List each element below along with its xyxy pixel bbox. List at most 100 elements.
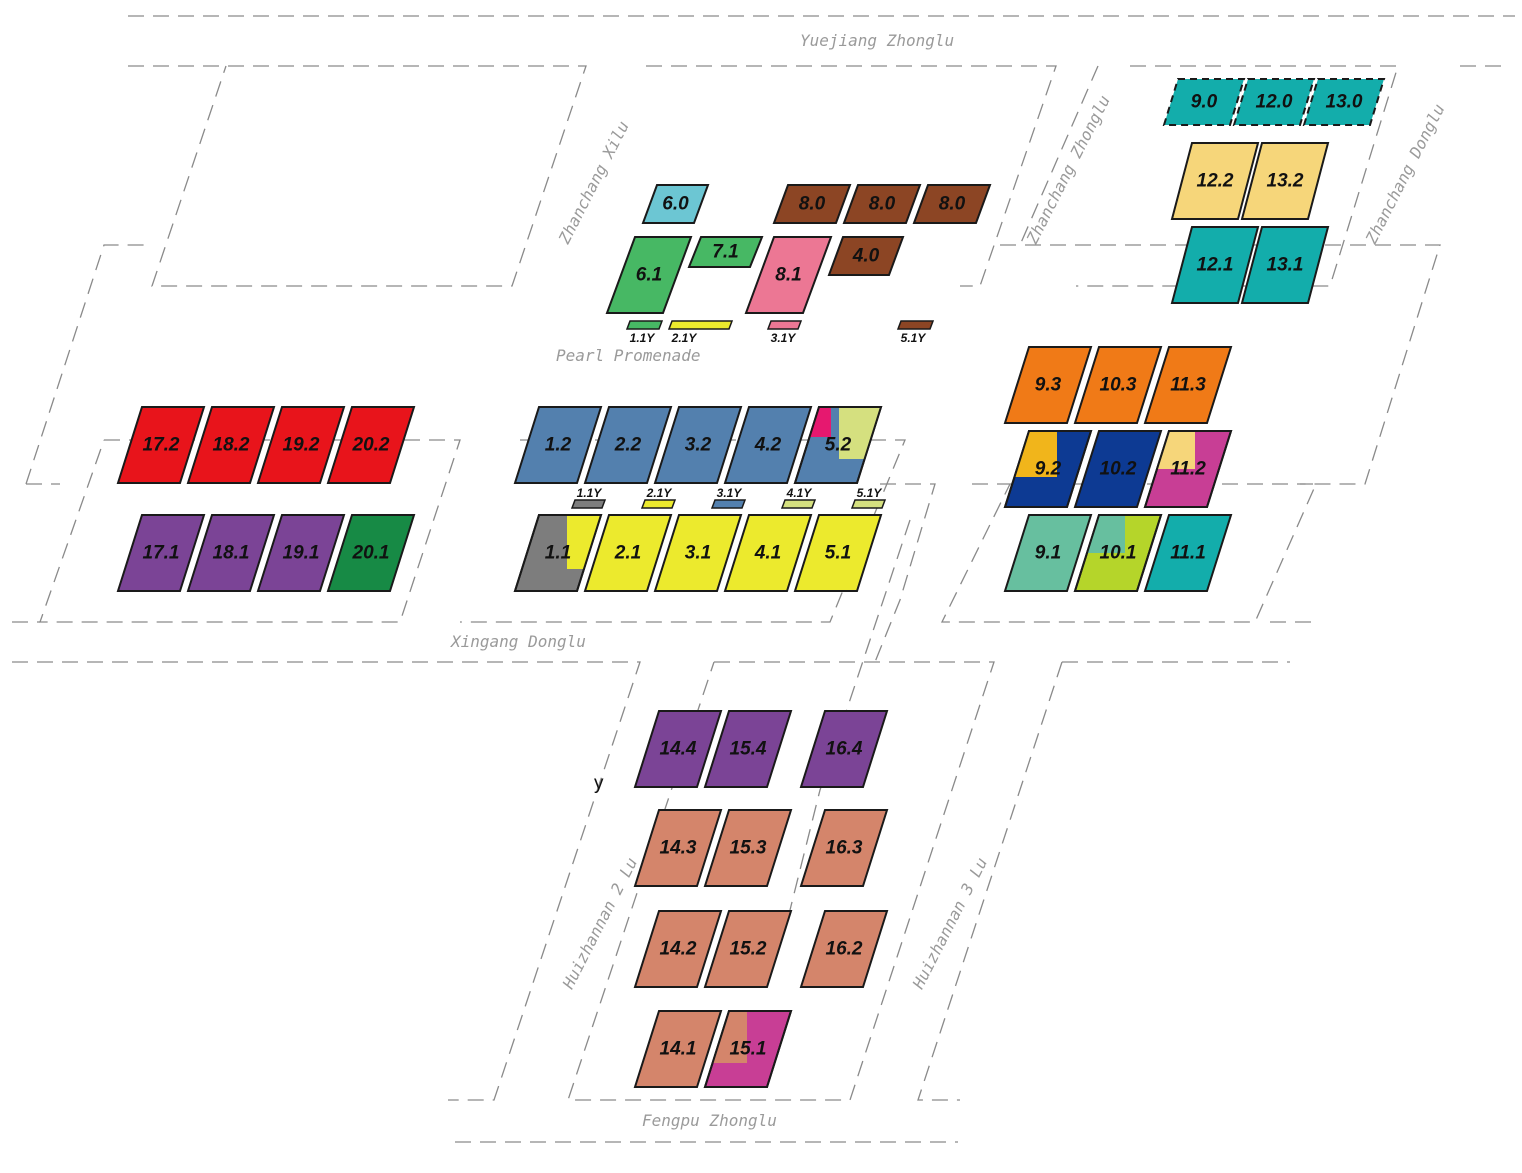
hall-7-1[interactable]: 7.1 bbox=[687, 236, 764, 268]
hall-shape[interactable] bbox=[186, 514, 276, 592]
hall-19-1[interactable]: 19.1 bbox=[256, 514, 346, 592]
bridge-2-1Y[interactable]: 2.1Y bbox=[667, 320, 734, 345]
hall-shape[interactable] bbox=[513, 406, 603, 484]
bridge-1-1Y[interactable]: 1.1Y bbox=[625, 320, 664, 345]
hall-shape[interactable] bbox=[116, 406, 206, 484]
hall-shape[interactable] bbox=[1143, 514, 1233, 592]
bridge-shape[interactable] bbox=[780, 499, 817, 509]
hall-15-3[interactable]: 15.3 bbox=[703, 809, 793, 887]
hall-12-1[interactable]: 12.1 bbox=[1170, 226, 1260, 304]
hall-shape[interactable] bbox=[703, 710, 793, 788]
hall-shape[interactable] bbox=[1162, 78, 1246, 126]
hall-8-1[interactable]: 8.1 bbox=[744, 236, 833, 314]
hall-16-2[interactable]: 16.2 bbox=[799, 910, 889, 988]
hall-shape[interactable] bbox=[1003, 514, 1093, 592]
bridge-shape[interactable] bbox=[710, 499, 747, 509]
hall-shape[interactable] bbox=[1232, 78, 1316, 126]
hall-shape[interactable] bbox=[1073, 430, 1163, 508]
bridge-shape[interactable] bbox=[640, 499, 677, 509]
bridge-4-1Y[interactable]: 4.1Y bbox=[780, 486, 817, 509]
hall-shape[interactable] bbox=[583, 514, 673, 592]
hall-shape[interactable] bbox=[583, 406, 673, 484]
hall-11-1[interactable]: 11.1 bbox=[1143, 514, 1233, 592]
hall-shape[interactable] bbox=[605, 236, 693, 314]
hall-10-3[interactable]: 10.3 bbox=[1073, 346, 1163, 424]
hall-2-2[interactable]: 2.2 bbox=[583, 406, 673, 484]
hall-14-2[interactable]: 14.2 bbox=[633, 910, 723, 988]
hall-shape[interactable] bbox=[1302, 78, 1386, 126]
hall-shape[interactable] bbox=[799, 710, 889, 788]
hall-13-0[interactable]: 13.0 bbox=[1302, 78, 1386, 126]
hall-shape[interactable] bbox=[1170, 142, 1260, 220]
hall-shape[interactable] bbox=[1170, 226, 1260, 304]
bridge-5-1Y[interactable]: 5.1Y bbox=[850, 486, 887, 509]
hall-16-4[interactable]: 16.4 bbox=[799, 710, 889, 788]
hall-shape[interactable] bbox=[116, 514, 206, 592]
hall-11-2[interactable]: 11.2 bbox=[1143, 430, 1233, 508]
hall-9-3[interactable]: 9.3 bbox=[1003, 346, 1093, 424]
hall-shape[interactable] bbox=[744, 236, 833, 314]
hall-15-4[interactable]: 15.4 bbox=[703, 710, 793, 788]
hall-15-2[interactable]: 15.2 bbox=[703, 910, 793, 988]
bridge-1-1Y[interactable]: 1.1Y bbox=[570, 486, 607, 509]
bridge-shape[interactable] bbox=[850, 499, 887, 509]
hall-3-2[interactable]: 3.2 bbox=[653, 406, 743, 484]
hall-19-2[interactable]: 19.2 bbox=[256, 406, 346, 484]
hall-14-1[interactable]: 14.1 bbox=[633, 1010, 723, 1088]
hall-1-1[interactable]: 1.1 bbox=[513, 514, 617, 592]
hall-shape[interactable] bbox=[633, 1010, 723, 1088]
hall-shape[interactable] bbox=[653, 514, 743, 592]
hall-6-0[interactable]: 6.0 bbox=[641, 184, 710, 224]
hall-9-0[interactable]: 9.0 bbox=[1162, 78, 1246, 126]
hall-shape[interactable] bbox=[799, 910, 889, 988]
hall-11-3[interactable]: 11.3 bbox=[1143, 346, 1233, 424]
hall-shape[interactable] bbox=[799, 809, 889, 887]
hall-17-1[interactable]: 17.1 bbox=[116, 514, 206, 592]
hall-shape[interactable] bbox=[186, 406, 276, 484]
bridge-shape[interactable] bbox=[570, 499, 607, 509]
hall-8-0[interactable]: 8.0 bbox=[772, 184, 852, 224]
hall-shape[interactable] bbox=[687, 236, 764, 268]
hall-9-1[interactable]: 9.1 bbox=[1003, 514, 1093, 592]
hall-shape[interactable] bbox=[326, 514, 416, 592]
hall-shape[interactable] bbox=[633, 809, 723, 887]
hall-5-2[interactable]: 5.2 bbox=[793, 406, 889, 484]
hall-4-1[interactable]: 4.1 bbox=[723, 514, 813, 592]
hall-8-0[interactable]: 8.0 bbox=[842, 184, 922, 224]
hall-shape[interactable] bbox=[842, 184, 922, 224]
hall-14-3[interactable]: 14.3 bbox=[633, 809, 723, 887]
hall-shape[interactable] bbox=[1240, 142, 1330, 220]
hall-shape[interactable] bbox=[1143, 346, 1233, 424]
hall-1-2[interactable]: 1.2 bbox=[513, 406, 603, 484]
hall-shape[interactable] bbox=[723, 514, 813, 592]
hall-6-1[interactable]: 6.1 bbox=[605, 236, 693, 314]
hall-18-1[interactable]: 18.1 bbox=[186, 514, 276, 592]
bridge-5-1Y[interactable]: 5.1Y bbox=[896, 320, 935, 345]
bridge-shape[interactable] bbox=[667, 320, 734, 330]
hall-shape[interactable] bbox=[703, 910, 793, 988]
hall-shape[interactable] bbox=[256, 514, 346, 592]
hall-shape[interactable] bbox=[1073, 346, 1163, 424]
hall-18-2[interactable]: 18.2 bbox=[186, 406, 276, 484]
hall-shape[interactable] bbox=[723, 406, 813, 484]
hall-shape[interactable] bbox=[641, 184, 710, 224]
hall-shape[interactable] bbox=[827, 236, 905, 276]
hall-12-2[interactable]: 12.2 bbox=[1170, 142, 1260, 220]
hall-5-1[interactable]: 5.1 bbox=[793, 514, 883, 592]
hall-8-0[interactable]: 8.0 bbox=[912, 184, 992, 224]
hall-shape[interactable] bbox=[1003, 346, 1093, 424]
hall-shape[interactable] bbox=[653, 406, 743, 484]
hall-4-2[interactable]: 4.2 bbox=[723, 406, 813, 484]
hall-13-2[interactable]: 13.2 bbox=[1240, 142, 1330, 220]
hall-16-3[interactable]: 16.3 bbox=[799, 809, 889, 887]
hall-2-1[interactable]: 2.1 bbox=[583, 514, 673, 592]
bridge-2-1Y[interactable]: 2.1Y bbox=[640, 486, 677, 509]
hall-shape[interactable] bbox=[703, 809, 793, 887]
bridge-shape[interactable] bbox=[896, 320, 935, 330]
hall-17-2[interactable]: 17.2 bbox=[116, 406, 206, 484]
hall-shape[interactable] bbox=[793, 514, 883, 592]
hall-10-2[interactable]: 10.2 bbox=[1073, 430, 1163, 508]
bridge-3-1Y[interactable]: 3.1Y bbox=[710, 486, 747, 509]
hall-shape[interactable] bbox=[633, 910, 723, 988]
hall-shape[interactable] bbox=[772, 184, 852, 224]
